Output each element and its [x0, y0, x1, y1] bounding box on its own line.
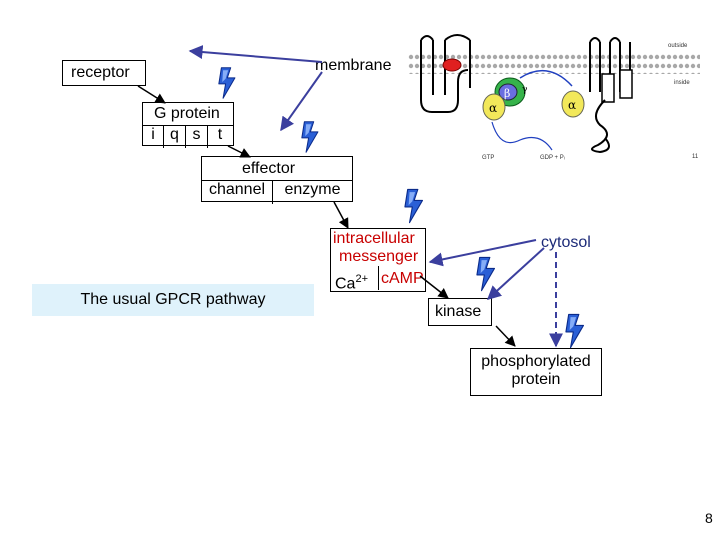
membrane-bilayer	[408, 52, 700, 74]
g-gamma-label: γ	[522, 85, 527, 95]
receptor-loops-top	[420, 34, 471, 41]
g-alpha-subunit-left	[482, 93, 506, 121]
calcium-charge: 2+	[355, 273, 368, 285]
caption-box: The usual GPCR pathway	[32, 284, 314, 316]
effector-title: effector	[242, 160, 296, 177]
inset-outside-label: outside	[668, 43, 688, 49]
receptor-label: receptor	[71, 64, 130, 81]
page-number: 8	[705, 510, 713, 526]
ligand-red	[442, 58, 462, 72]
kinase-box: kinase	[428, 298, 492, 326]
arrow-cytosol-to-messenger	[428, 239, 537, 267]
g-beta-core	[498, 83, 518, 101]
g-alpha-label-right: α	[568, 98, 576, 112]
g-alpha-label-left: α	[489, 101, 497, 115]
arrow-cytosol-to-kinase	[486, 247, 545, 300]
messenger-line1: intracellular	[333, 230, 415, 247]
caption-text: The usual GPCR pathway	[80, 291, 266, 308]
inset-inside-label: inside	[674, 80, 690, 86]
effector-channel: channel	[202, 181, 273, 204]
receptor-helix-box	[601, 73, 615, 103]
arrow-membrane-to-g-protein	[280, 71, 323, 132]
arrow-g-protein-to-effector	[227, 145, 251, 158]
g-subunit-q: q	[164, 126, 186, 148]
calcium-label: Ca2+	[331, 266, 379, 293]
messenger-type-row: Ca2+ cAMP	[331, 266, 425, 293]
gtp-label: GTP	[482, 155, 494, 161]
messenger-box: intracellular messenger Ca2+ cAMP	[330, 228, 426, 292]
arrow-kinase-to-phospho	[495, 325, 516, 347]
arrow-messenger-to-kinase	[419, 275, 449, 299]
g-subunit-i: i	[143, 126, 164, 148]
g-subunit-t: t	[217, 126, 223, 143]
effector-box: effector channel enzyme	[201, 156, 353, 204]
g-subunit-s: s	[186, 126, 208, 148]
g-subunit-row: i q s t	[143, 125, 233, 148]
calcium-symbol: Ca	[335, 275, 356, 293]
gtp-exchange-arrow	[491, 121, 553, 151]
arrow-membrane-to-receptor-area	[188, 45, 323, 63]
receptor-tail-squiggle	[591, 99, 610, 154]
receptor-helix-bundle	[589, 37, 631, 92]
g-beta-label: β	[504, 87, 510, 100]
kinase-label: kinase	[435, 303, 482, 320]
camp-label: cAMP	[381, 270, 424, 287]
arrow-effector-to-messenger	[333, 201, 349, 229]
g-protein-activation-arrow	[519, 69, 573, 87]
receptor-helix-box	[619, 69, 633, 99]
phosphorylated-protein-box: phosphorylated protein	[470, 348, 602, 396]
g-alpha-subunit-right	[561, 90, 585, 118]
phospho-line1: phosphorylated	[481, 353, 591, 370]
g-protein-title: G protein	[154, 105, 220, 122]
receptor-serpentine-left	[420, 40, 471, 113]
membrane-label: membrane	[315, 57, 392, 74]
messenger-line2: messenger	[339, 248, 419, 265]
receptor-box: receptor	[62, 60, 146, 86]
g-protein-box: G protein i q s t	[142, 102, 234, 148]
cytosol-label: cytosol	[541, 234, 591, 251]
effector-enzyme: enzyme	[284, 181, 341, 198]
inset-number: 11	[692, 154, 699, 160]
phospho-line2: protein	[511, 371, 561, 388]
gdp-label: GDP + Pᵢ	[540, 155, 565, 161]
arrow-receptor-to-g-protein	[137, 85, 166, 104]
effector-type-row: channel enzyme	[202, 180, 352, 204]
